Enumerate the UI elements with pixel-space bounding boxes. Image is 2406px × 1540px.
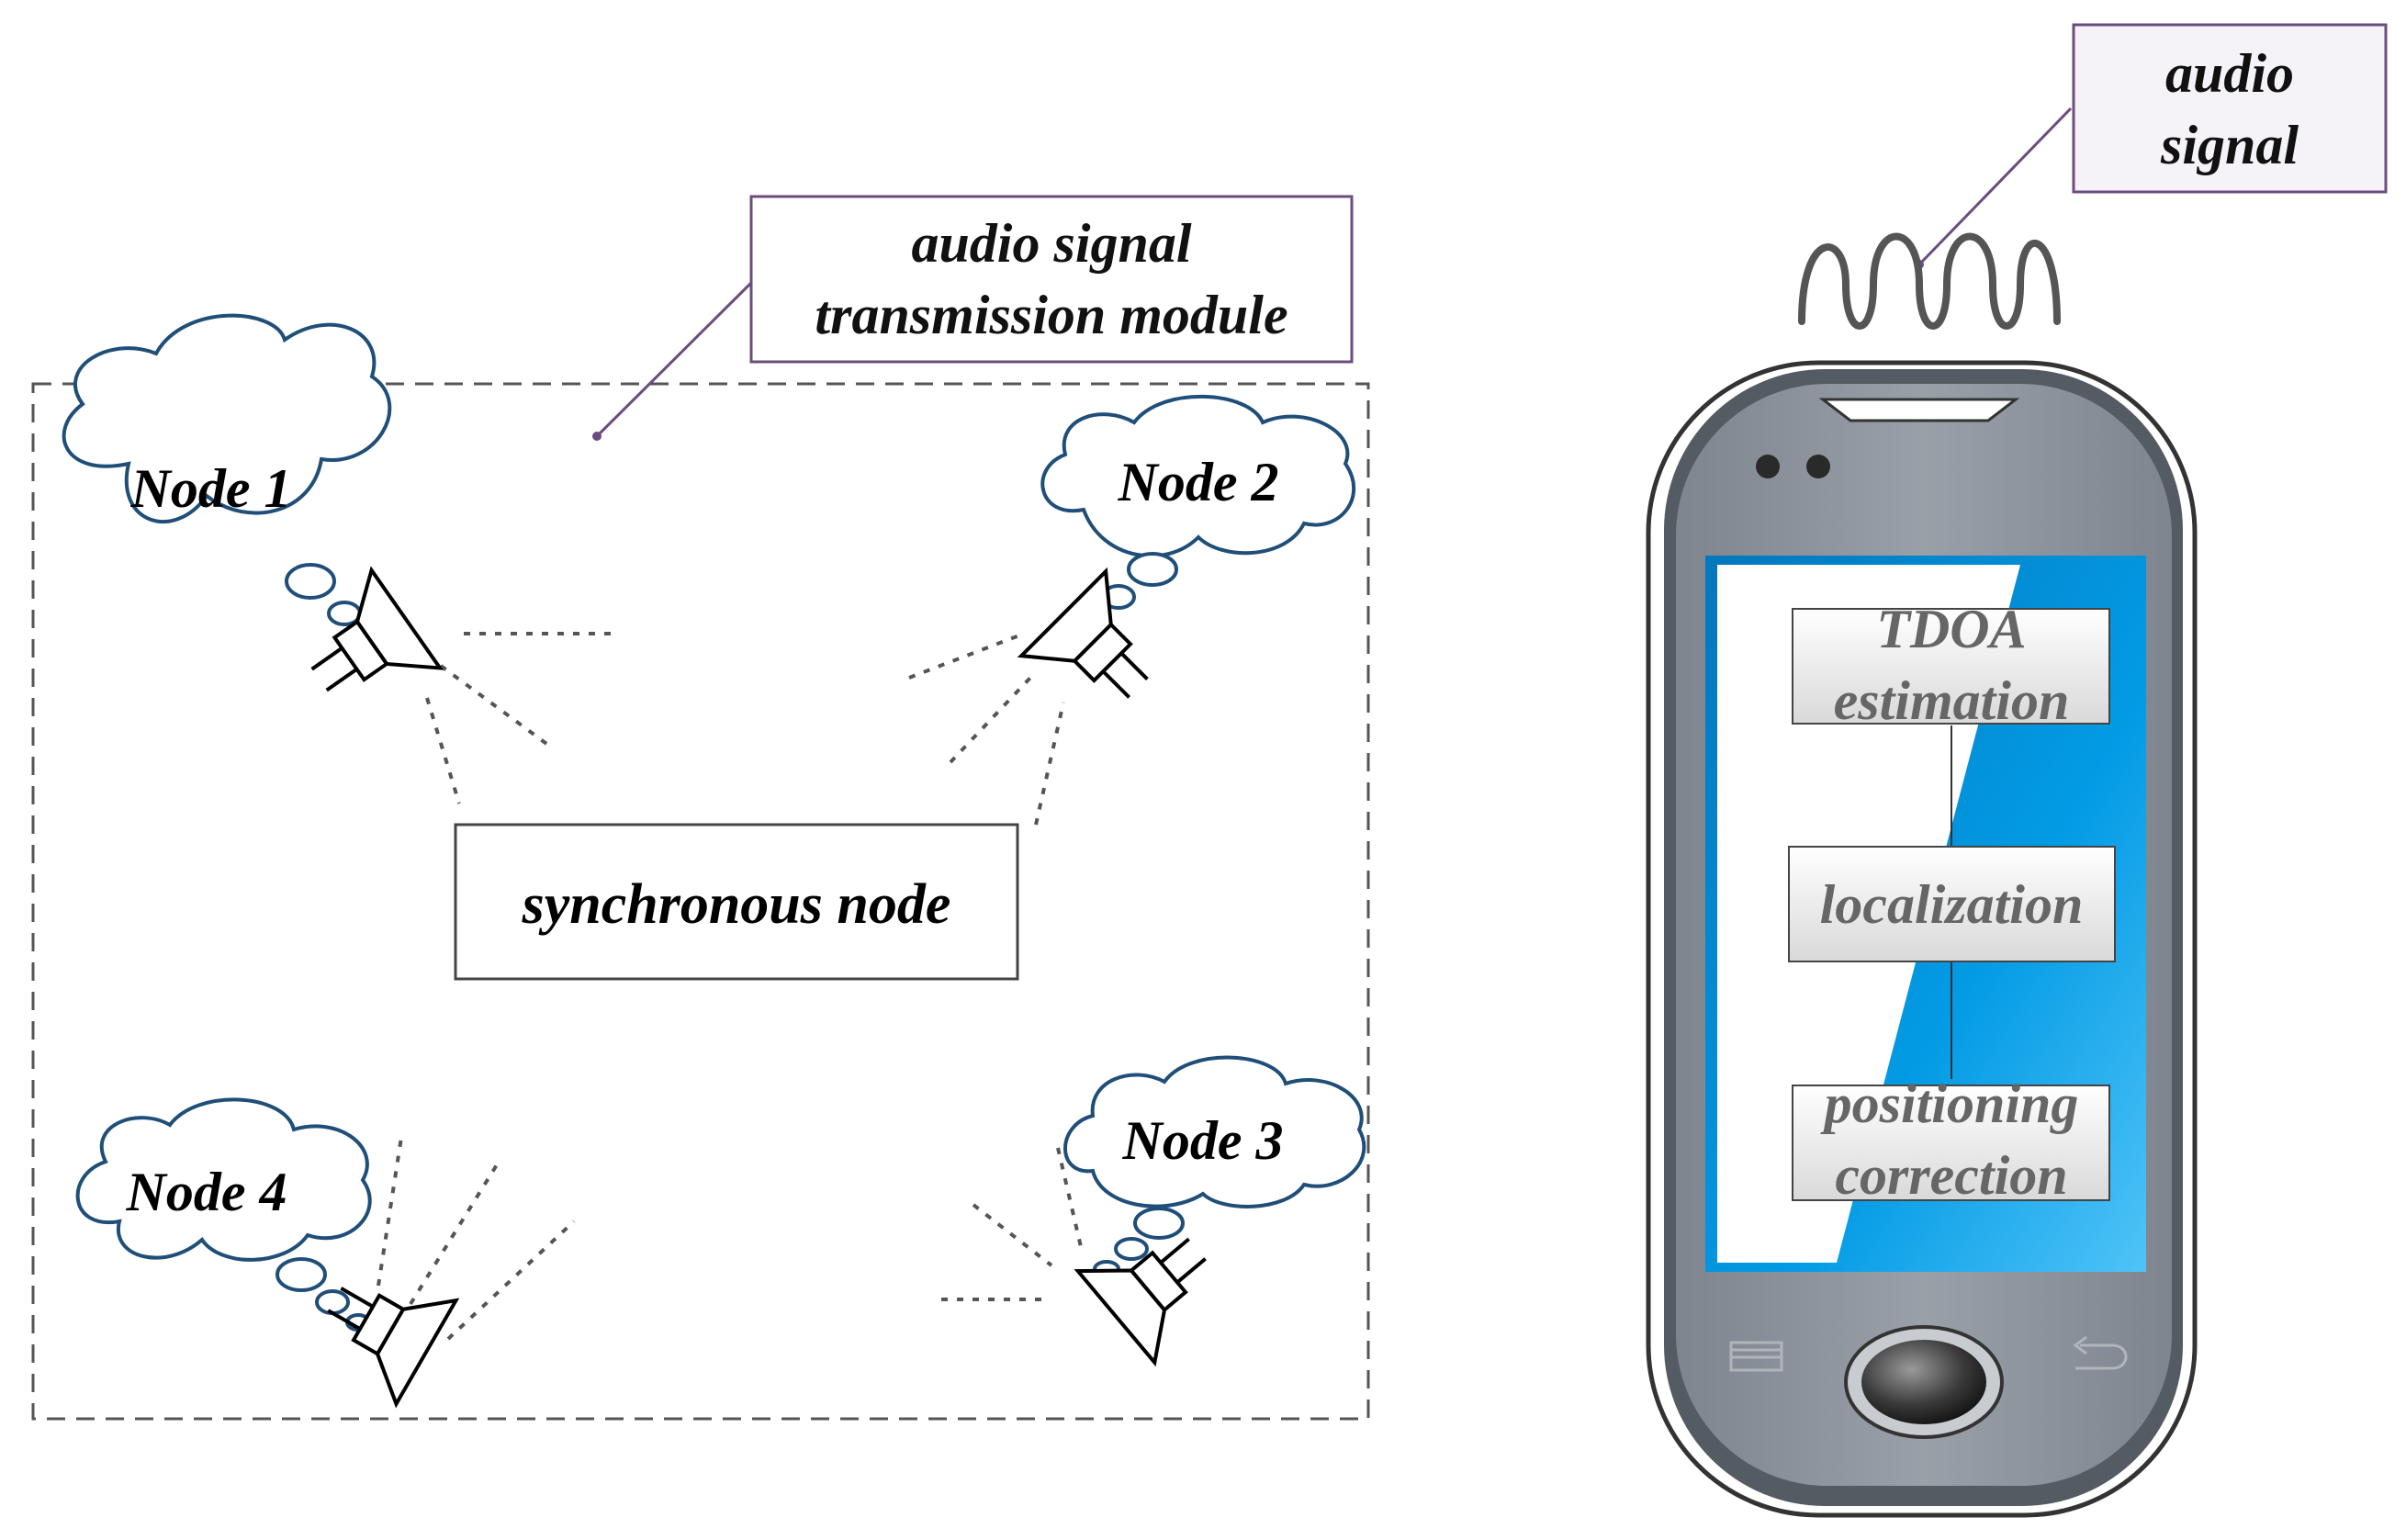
step-correction-text-2: correction bbox=[1835, 1145, 2067, 1206]
signal-callout-box bbox=[2072, 23, 2388, 194]
module-callout-text-1: audio signal bbox=[911, 213, 1191, 274]
node-4-speaker-icon bbox=[327, 1287, 460, 1409]
sound-wave-lines bbox=[377, 632, 1084, 1341]
node-3-bubble bbox=[1114, 1237, 1149, 1261]
step-tdoa-text-1: TDOA bbox=[1876, 599, 2026, 659]
node-1-bubble bbox=[285, 563, 336, 600]
back-icon bbox=[2073, 1335, 2128, 1370]
node-2-cloud bbox=[1040, 394, 1356, 558]
step-localization-text: localization bbox=[1820, 874, 2084, 935]
node-1-label: Node 1 bbox=[130, 458, 292, 519]
module-callout-box bbox=[749, 195, 1354, 364]
node-2: Node 2 bbox=[1017, 394, 1356, 699]
phone-earpiece bbox=[1818, 398, 2020, 422]
node-4-bubble bbox=[315, 1289, 350, 1315]
smartphone: audio signal TDOA estimation localizatio… bbox=[1646, 23, 2388, 1518]
synchronous-node: synchronous node bbox=[454, 823, 1019, 981]
phone-screen: TDOA estimation localization positioning… bbox=[1705, 556, 2146, 1272]
audio-waveform-icon bbox=[1798, 232, 2061, 330]
synchronous-node-label: synchronous node bbox=[522, 873, 951, 936]
node-2-speaker-icon bbox=[1017, 567, 1149, 699]
node-4-label: Node 4 bbox=[126, 1162, 287, 1222]
step-correction-text-1: positioning bbox=[1820, 1074, 2079, 1134]
sensor-icon bbox=[1806, 455, 1830, 478]
transmission-module: audio signal transmission module synchro… bbox=[31, 195, 1370, 1421]
node-3: Node 3 bbox=[1063, 1055, 1366, 1367]
node-4: Node 4 bbox=[75, 1097, 460, 1409]
node-2-bubble bbox=[1127, 552, 1178, 587]
front-camera-icon bbox=[1756, 455, 1780, 478]
node-4-cloud bbox=[75, 1097, 372, 1262]
module-callout: audio signal transmission module bbox=[592, 195, 1354, 441]
module-callout-text-2: transmission module bbox=[815, 285, 1287, 345]
node-3-cloud bbox=[1063, 1055, 1366, 1208]
signal-callout-text-1: audio bbox=[2165, 43, 2294, 104]
node-3-speaker-icon bbox=[1074, 1237, 1207, 1367]
node-4-bubble bbox=[275, 1257, 327, 1292]
node-2-label: Node 2 bbox=[1118, 452, 1279, 512]
step-correction-box bbox=[1792, 1085, 2110, 1201]
module-callout-anchor bbox=[592, 432, 602, 441]
module-dashed-boundary bbox=[31, 382, 1370, 1421]
node-1-cloud bbox=[62, 313, 392, 523]
node-3-bubble bbox=[1133, 1207, 1185, 1240]
signal-callout-leader bbox=[1917, 107, 2073, 266]
synchronous-node-box bbox=[454, 823, 1019, 981]
signal-callout: audio signal bbox=[1915, 23, 2388, 269]
node-3-label: Node 3 bbox=[1122, 1110, 1284, 1171]
home-button-center bbox=[1861, 1340, 1986, 1424]
step-tdoa-box bbox=[1792, 608, 2110, 725]
menu-icon bbox=[1729, 1341, 1783, 1372]
module-callout-leader bbox=[595, 281, 753, 438]
node-1: Node 1 bbox=[62, 313, 444, 692]
step-tdoa-text-2: estimation bbox=[1834, 670, 2070, 731]
signal-callout-text-2: signal bbox=[2160, 115, 2299, 175]
step-localization-box bbox=[1788, 846, 2116, 962]
node-1-speaker-icon bbox=[310, 566, 444, 692]
